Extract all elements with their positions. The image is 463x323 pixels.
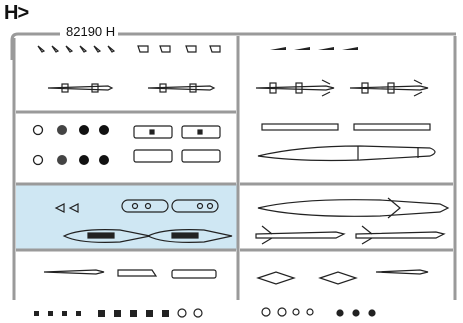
tiny-parts-row [34, 308, 203, 318]
large-missile-parts [255, 197, 450, 245]
highlight-panel [16, 184, 238, 250]
part-number: 82190 H [66, 24, 116, 39]
missile-pair-right [255, 79, 429, 97]
small-missile-pair [47, 83, 216, 93]
sprue-frame [10, 32, 457, 300]
wheel-parts [32, 124, 109, 166]
highlight-panel-parts [54, 199, 233, 243]
wedge-parts-row [270, 47, 358, 50]
bottom-right-parts [256, 269, 429, 317]
bottom-left-parts [43, 269, 217, 279]
fin-parts-row [37, 45, 221, 53]
pod-parts [133, 125, 221, 163]
sprue-letter: H> [4, 2, 29, 24]
rail-and-tank-parts [257, 123, 436, 162]
